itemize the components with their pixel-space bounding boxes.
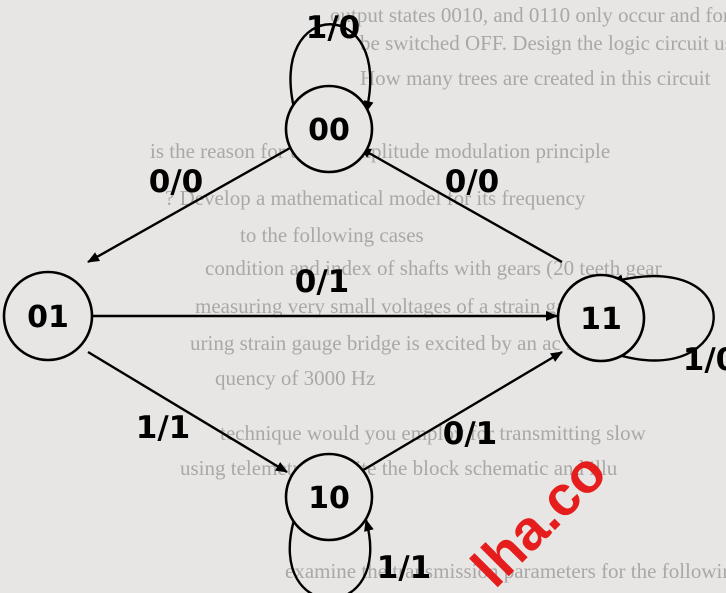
transition-01-to-10	[87, 350, 288, 474]
state-00	[284, 84, 374, 174]
state-10-label: 10	[308, 481, 350, 516]
label-10-self: 1/1	[377, 550, 431, 586]
transition-11-to-00	[359, 146, 563, 264]
transition-10-to-11	[359, 350, 563, 474]
bg-line: ? Develop a mathematical model for its f…	[165, 186, 586, 210]
state-10	[284, 452, 374, 542]
label-00-self: 1/0	[306, 10, 360, 46]
transitions	[87, 23, 715, 593]
transition-10-self	[288, 519, 374, 593]
bg-line: to the following cases	[240, 223, 424, 247]
state-00-label: 00	[308, 113, 350, 148]
transition-00-self	[289, 23, 374, 113]
label-01-to-10: 1/1	[136, 410, 190, 446]
background-text: output states 0010, and 0110 only occur …	[150, 3, 726, 583]
bg-line: quency of 3000 Hz	[215, 366, 375, 390]
bg-line: examine the transmission parameters for …	[285, 559, 726, 583]
states: 00 01 11 10	[2, 84, 646, 542]
transition-labels: 1/0 0/0 0/0 0/1 1/0 1/1 0/1 1/1	[136, 10, 726, 586]
state-01	[2, 270, 94, 362]
label-01-to-11: 0/1	[295, 264, 349, 300]
transition-11-self	[611, 274, 715, 362]
state-01-label: 01	[27, 300, 69, 335]
bg-line: using telemetry ? Write the block schema…	[180, 456, 618, 480]
state-11	[556, 273, 646, 363]
transition-00-to-01	[87, 146, 291, 264]
label-11-to-00: 0/0	[445, 164, 499, 200]
bg-line: be switched OFF. Design the logic circui…	[360, 31, 726, 55]
bg-line: How many trees are created in this circu…	[360, 66, 711, 90]
bg-line: uring strain gauge bridge is excited by …	[190, 331, 616, 355]
bg-line: technique would you employ for transmitt…	[220, 421, 647, 445]
state-11-label: 11	[580, 302, 622, 337]
bg-line: output states 0010, and 0110 only occur …	[330, 3, 726, 27]
label-11-self: 1/0	[683, 342, 726, 378]
bg-line: condition and index of shafts with gears…	[205, 256, 662, 280]
label-10-to-11: 0/1	[443, 416, 497, 452]
label-00-to-01: 0/0	[149, 164, 203, 200]
